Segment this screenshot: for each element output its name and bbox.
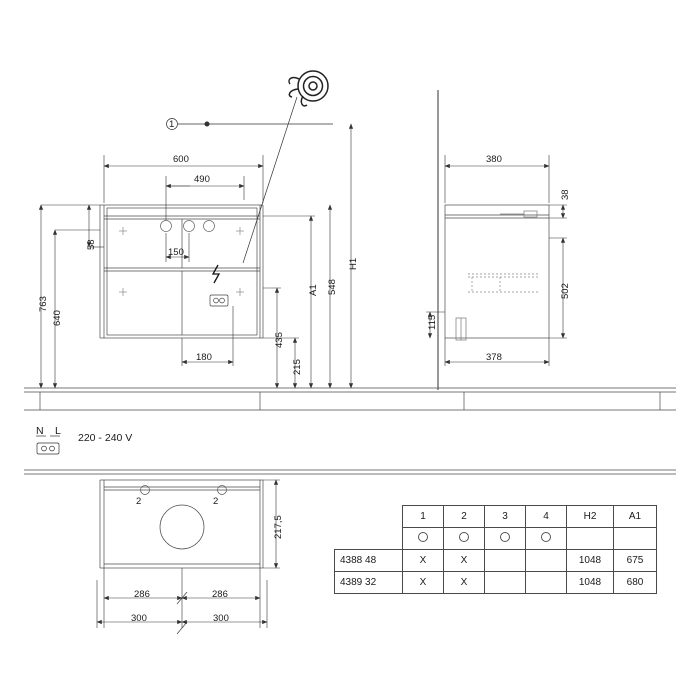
row-1-h2: 1048 xyxy=(566,571,614,594)
row-0-c3 xyxy=(484,549,526,572)
circle-icon xyxy=(541,532,551,542)
callout-2-left-label: 2 xyxy=(136,496,142,507)
dim-height-435: 435 xyxy=(274,332,285,348)
power-l-label: L xyxy=(55,425,61,437)
table-header-a1: A1 xyxy=(613,505,657,528)
dim-height-58: 58 xyxy=(86,239,97,250)
table-header-4: 4 xyxy=(525,505,567,528)
row-1-c2: X xyxy=(443,571,485,594)
dim-width-180: 180 xyxy=(196,352,212,363)
row-0-c1: X xyxy=(402,549,444,572)
callout-1-label: 1 xyxy=(169,119,175,130)
power-n-label: N xyxy=(36,425,44,437)
row-0-c4 xyxy=(525,549,567,572)
row-1-a1: 680 xyxy=(613,571,657,594)
dim-depth-378: 378 xyxy=(486,352,502,363)
dim-width-286-right: 286 xyxy=(212,589,228,600)
table-header-2: 2 xyxy=(443,505,485,528)
table-header-3: 3 xyxy=(484,505,526,528)
symbol-circle-4 xyxy=(525,527,567,550)
table-header-1: 1 xyxy=(402,505,444,528)
callout-2-right-label: 2 xyxy=(213,496,219,507)
table-row: 4388 48 X X 1048 675 xyxy=(334,549,657,572)
circle-icon xyxy=(459,532,469,542)
symbol-circle-2 xyxy=(443,527,485,550)
row-0-h2: 1048 xyxy=(566,549,614,572)
dim-height-38: 38 xyxy=(560,189,571,200)
dim-width-600: 600 xyxy=(173,154,189,165)
row-1-code: 4389 32 xyxy=(334,571,403,594)
dim-width-150: 150 xyxy=(168,247,184,258)
dim-height-h1: H1 xyxy=(348,257,359,270)
row-0-c2: X xyxy=(443,549,485,572)
power-voltage-label: 220 - 240 V xyxy=(78,432,133,444)
dim-height-548: 548 xyxy=(327,279,338,295)
dim-height-215: 215 xyxy=(292,359,303,375)
table-header-row: 1 2 3 4 H2 A1 xyxy=(335,505,657,528)
dim-depth-217-5: 217,5 xyxy=(273,515,284,539)
dim-height-115: 115 xyxy=(427,314,438,330)
dim-height-763: 763 xyxy=(38,296,49,312)
dim-height-502: 502 xyxy=(560,283,571,299)
dim-width-300-right: 300 xyxy=(213,613,229,624)
dim-width-286-left: 286 xyxy=(134,589,150,600)
symbol-circle-3 xyxy=(484,527,526,550)
symbol-circle-1 xyxy=(402,527,444,550)
dim-height-a1: A1 xyxy=(308,284,319,296)
table-header-h2: H2 xyxy=(566,505,614,528)
row-0-code: 4388 48 xyxy=(334,549,403,572)
table-row: 4389 32 X X 1048 680 xyxy=(334,571,657,594)
row-0-a1: 675 xyxy=(613,549,657,572)
row-1-c1: X xyxy=(402,571,444,594)
dim-height-640: 640 xyxy=(52,310,63,326)
dim-width-490: 490 xyxy=(194,174,210,185)
circle-icon xyxy=(500,532,510,542)
dim-depth-380: 380 xyxy=(486,154,502,165)
table-symbol-row xyxy=(335,527,657,550)
row-1-c4 xyxy=(525,571,567,594)
circle-icon xyxy=(418,532,428,542)
row-1-c3 xyxy=(484,571,526,594)
variant-table: 1 2 3 4 H2 A1 4388 48 X X 1048 675 4389 … xyxy=(334,505,657,594)
dim-width-300-left: 300 xyxy=(131,613,147,624)
